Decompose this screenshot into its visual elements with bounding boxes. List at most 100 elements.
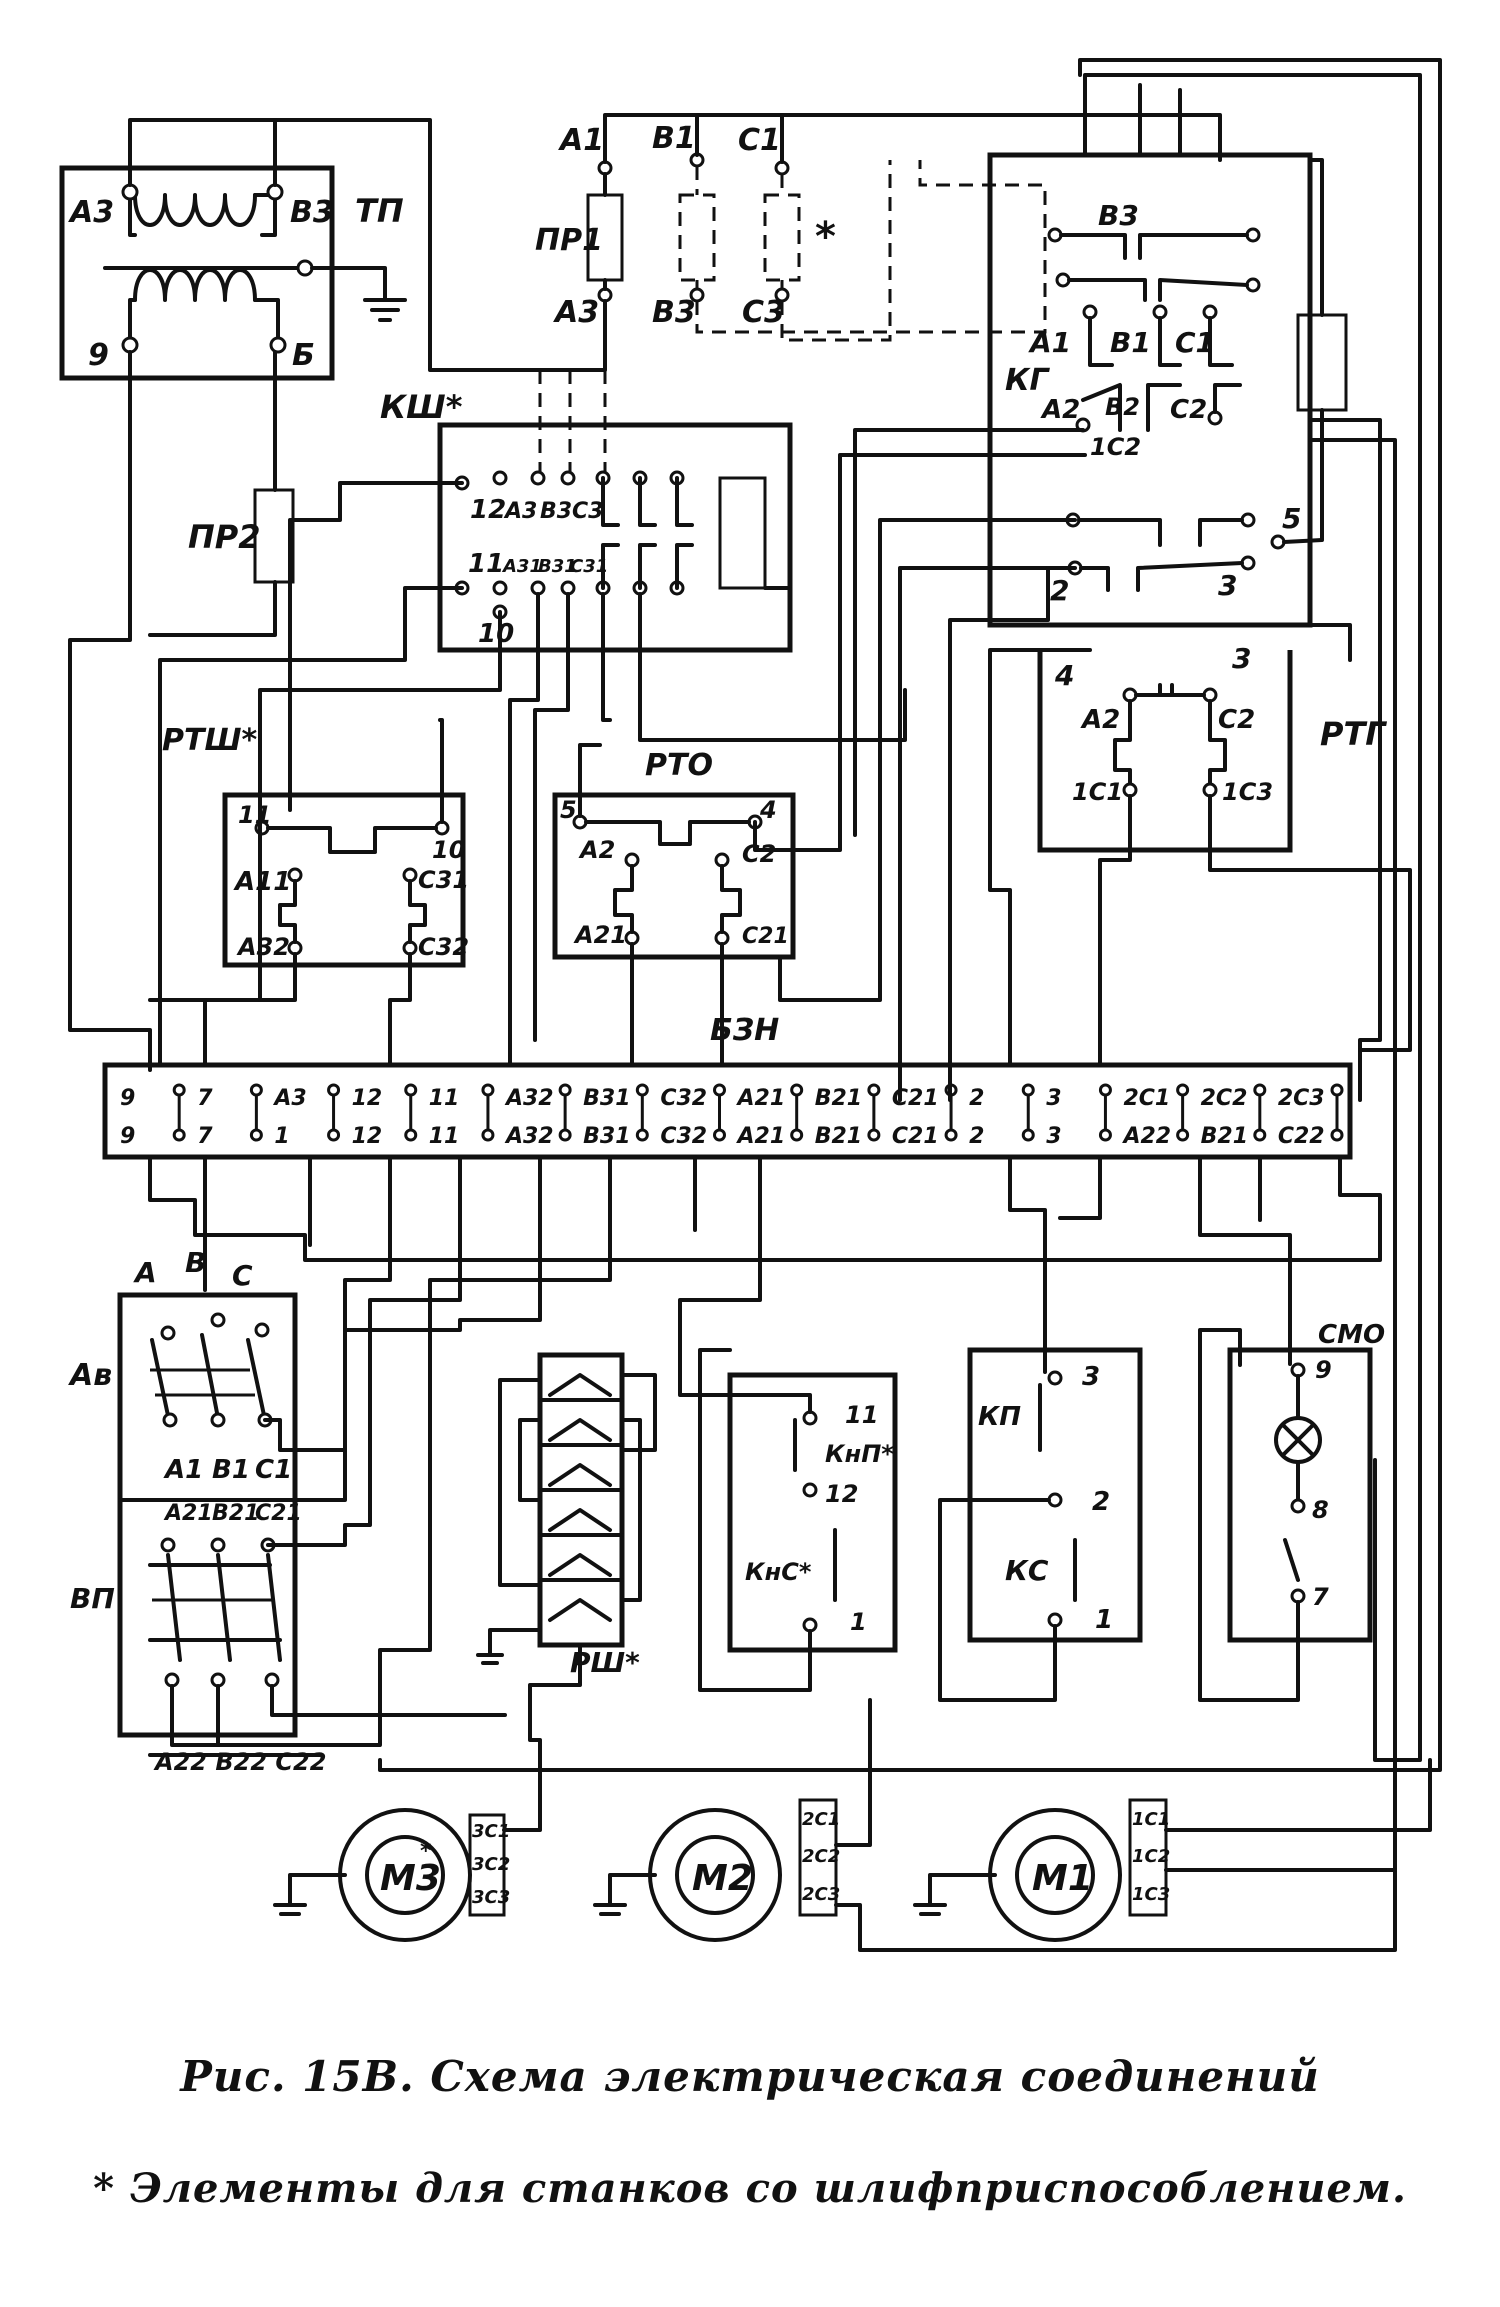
wiring xyxy=(68,58,1442,1952)
bzn-bot-label: 2 xyxy=(969,1124,984,1149)
bzn-terminal xyxy=(1330,1083,1344,1097)
kp-3-label: 3 xyxy=(1082,1362,1100,1392)
ksh-top-c3: С3 xyxy=(572,499,603,524)
motor-m1-t3: 1С3 xyxy=(1132,1884,1170,1905)
smo-name: СМО xyxy=(1318,1320,1385,1350)
bzn-top-label: В31 xyxy=(583,1086,630,1111)
pr1-c3-label: С3 xyxy=(742,295,785,330)
kns-name: КнС* xyxy=(745,1558,812,1586)
bzn-terminal xyxy=(1098,1128,1112,1142)
bzn-terminal xyxy=(172,1083,186,1097)
kp-2-label: 2 xyxy=(1092,1487,1110,1517)
fuses-pr1: А1 В1 С1 ПР1 * А3 В3 С3 xyxy=(535,121,836,330)
tp-name: ТП xyxy=(355,192,404,230)
rtg-c2-label: С2 xyxy=(1218,705,1255,735)
kg-a2-label: А2 xyxy=(1040,395,1080,425)
pr1-a3-label: А3 xyxy=(553,295,599,330)
bzn-top-label: 7 xyxy=(197,1086,213,1111)
ksh-bot-c31: С31 xyxy=(570,556,608,577)
pr2-name: ПР2 xyxy=(188,518,261,556)
rto-c2-label: С2 xyxy=(742,840,776,868)
bzn-terminal xyxy=(1330,1128,1344,1142)
switches-kp-ks: 3 КП 2 КС 1 xyxy=(967,1347,1143,1643)
kg-name: КГ xyxy=(1005,363,1051,398)
bzn-terminal xyxy=(1176,1083,1190,1097)
motor-m3: М3 * 3С1 3С2 3С3 xyxy=(273,1808,510,1942)
bzn-terminal xyxy=(404,1128,418,1142)
bzn-terminal xyxy=(481,1083,495,1097)
motor-m1: М1 1С1 1С2 1С3 xyxy=(913,1798,1170,1942)
contactor-kg: В3 А1 В1 С1 КГ А2 В2 С2 1С2 5 2 3 xyxy=(987,152,1348,628)
pr1-star: * xyxy=(815,214,836,260)
bzn-terminal xyxy=(713,1128,726,1142)
ks-name: КС xyxy=(1005,1554,1049,1587)
lamp-smo: СМО 9 8 7 xyxy=(1227,1320,1385,1643)
smo-9-label: 9 xyxy=(1315,1356,1332,1384)
ksh-bot-11: 11 xyxy=(468,549,504,579)
bzn-terminal xyxy=(558,1128,572,1142)
buttons-knp-kns: 11 КнП* 12 КнС* 1 xyxy=(727,1372,898,1653)
kg-5-label: 5 xyxy=(1282,502,1301,535)
relay-rtsh: РТШ* 11 10 А11 С31 А32 С32 xyxy=(162,723,469,968)
kg-c2-label: С2 xyxy=(1170,395,1207,425)
bzn-top-label: А3 xyxy=(272,1086,306,1111)
bzn-top-label: 3 xyxy=(1046,1086,1061,1111)
motor-m2-name: М2 xyxy=(692,1858,753,1899)
rtsh-name: РТШ* xyxy=(162,723,258,758)
bzn-top-label: 9 xyxy=(120,1086,135,1111)
rtsh-c31-label: С31 xyxy=(418,866,469,894)
bzn-top-label: В21 xyxy=(815,1086,862,1111)
bzn-terminal xyxy=(327,1128,341,1142)
av-name: Ав xyxy=(68,1358,112,1393)
knp-1-label: 1 xyxy=(850,1608,867,1636)
bzn-terminal xyxy=(327,1083,341,1097)
bzn-bot-label: 7 xyxy=(197,1124,213,1149)
transformer-tp: А3 В3 ТП 9 Б xyxy=(59,165,407,381)
motor-m2-t2: 2С2 xyxy=(802,1846,840,1867)
tp-9-label: 9 xyxy=(88,338,109,373)
motor-m1-t1: 1С1 xyxy=(1132,1809,1170,1830)
rtg-4-label: 4 xyxy=(1054,659,1074,692)
motor-m3-t2: 3С2 xyxy=(472,1854,510,1875)
bzn-bot-label: 11 xyxy=(429,1124,460,1149)
ksh-name: КШ* xyxy=(380,388,463,426)
rtg-name: РТГ xyxy=(1320,715,1387,753)
rtsh-11-label: 11 xyxy=(238,801,271,829)
tp-b-label: Б xyxy=(292,338,315,373)
pr1-b1-label: В1 xyxy=(652,121,696,156)
bzn-terminal xyxy=(1021,1128,1035,1142)
bzn-terminal xyxy=(1098,1083,1112,1097)
smo-8-label: 8 xyxy=(1312,1496,1329,1524)
switch-av: А В С Ав А1 В1 С1 А21 В21 С21 ВП А22 В22… xyxy=(68,1246,326,1776)
av-a-label: А xyxy=(133,1256,157,1289)
motor-m1-name: М1 xyxy=(1032,1858,1093,1899)
kp-name: КП xyxy=(978,1402,1021,1432)
rtg-1c3-label: 1С3 xyxy=(1222,778,1273,806)
bzn-bot-label: 9 xyxy=(120,1124,135,1149)
bzn-bot-label: 3 xyxy=(1046,1124,1061,1149)
vp-b21-label: В21 xyxy=(212,1501,259,1526)
rto-4-label: 4 xyxy=(759,796,777,824)
ksh-top-12: 12 xyxy=(470,495,506,525)
bzn-terminal xyxy=(1253,1083,1267,1097)
kg-b3-label: В3 xyxy=(1098,199,1139,232)
relay-rtg: 4 3 А2 С2 1С1 1С3 РТГ xyxy=(1037,642,1387,853)
bzn-top-label: 2С1 xyxy=(1123,1086,1170,1111)
av-a1-label: А1 xyxy=(163,1455,203,1485)
knp-11-label: 11 xyxy=(845,1401,878,1429)
rtsh-c32-label: С32 xyxy=(418,933,469,961)
rto-name: РТО xyxy=(645,748,713,783)
kg-1c2-label: 1С2 xyxy=(1090,433,1141,461)
smo-7-label: 7 xyxy=(1312,1583,1329,1611)
contactor-ksh: 12 А3 В3 С3 11 А31 В31 С31 10 КШ* xyxy=(380,370,793,653)
rto-a21-label: А21 xyxy=(573,921,627,949)
motor-m3-name: М3 xyxy=(380,1858,441,1899)
bzn-top-label: А32 xyxy=(504,1086,554,1111)
ksh-bot-a31: А31 xyxy=(501,556,542,577)
bzn-top-label: А21 xyxy=(736,1086,786,1111)
fuse-pr2: ПР2 xyxy=(188,350,295,584)
av-b-label: В xyxy=(185,1246,206,1279)
relay-rto: РТО 5 4 А2 С2 А21 С21 xyxy=(552,748,796,960)
bzn-terminal xyxy=(558,1083,572,1097)
